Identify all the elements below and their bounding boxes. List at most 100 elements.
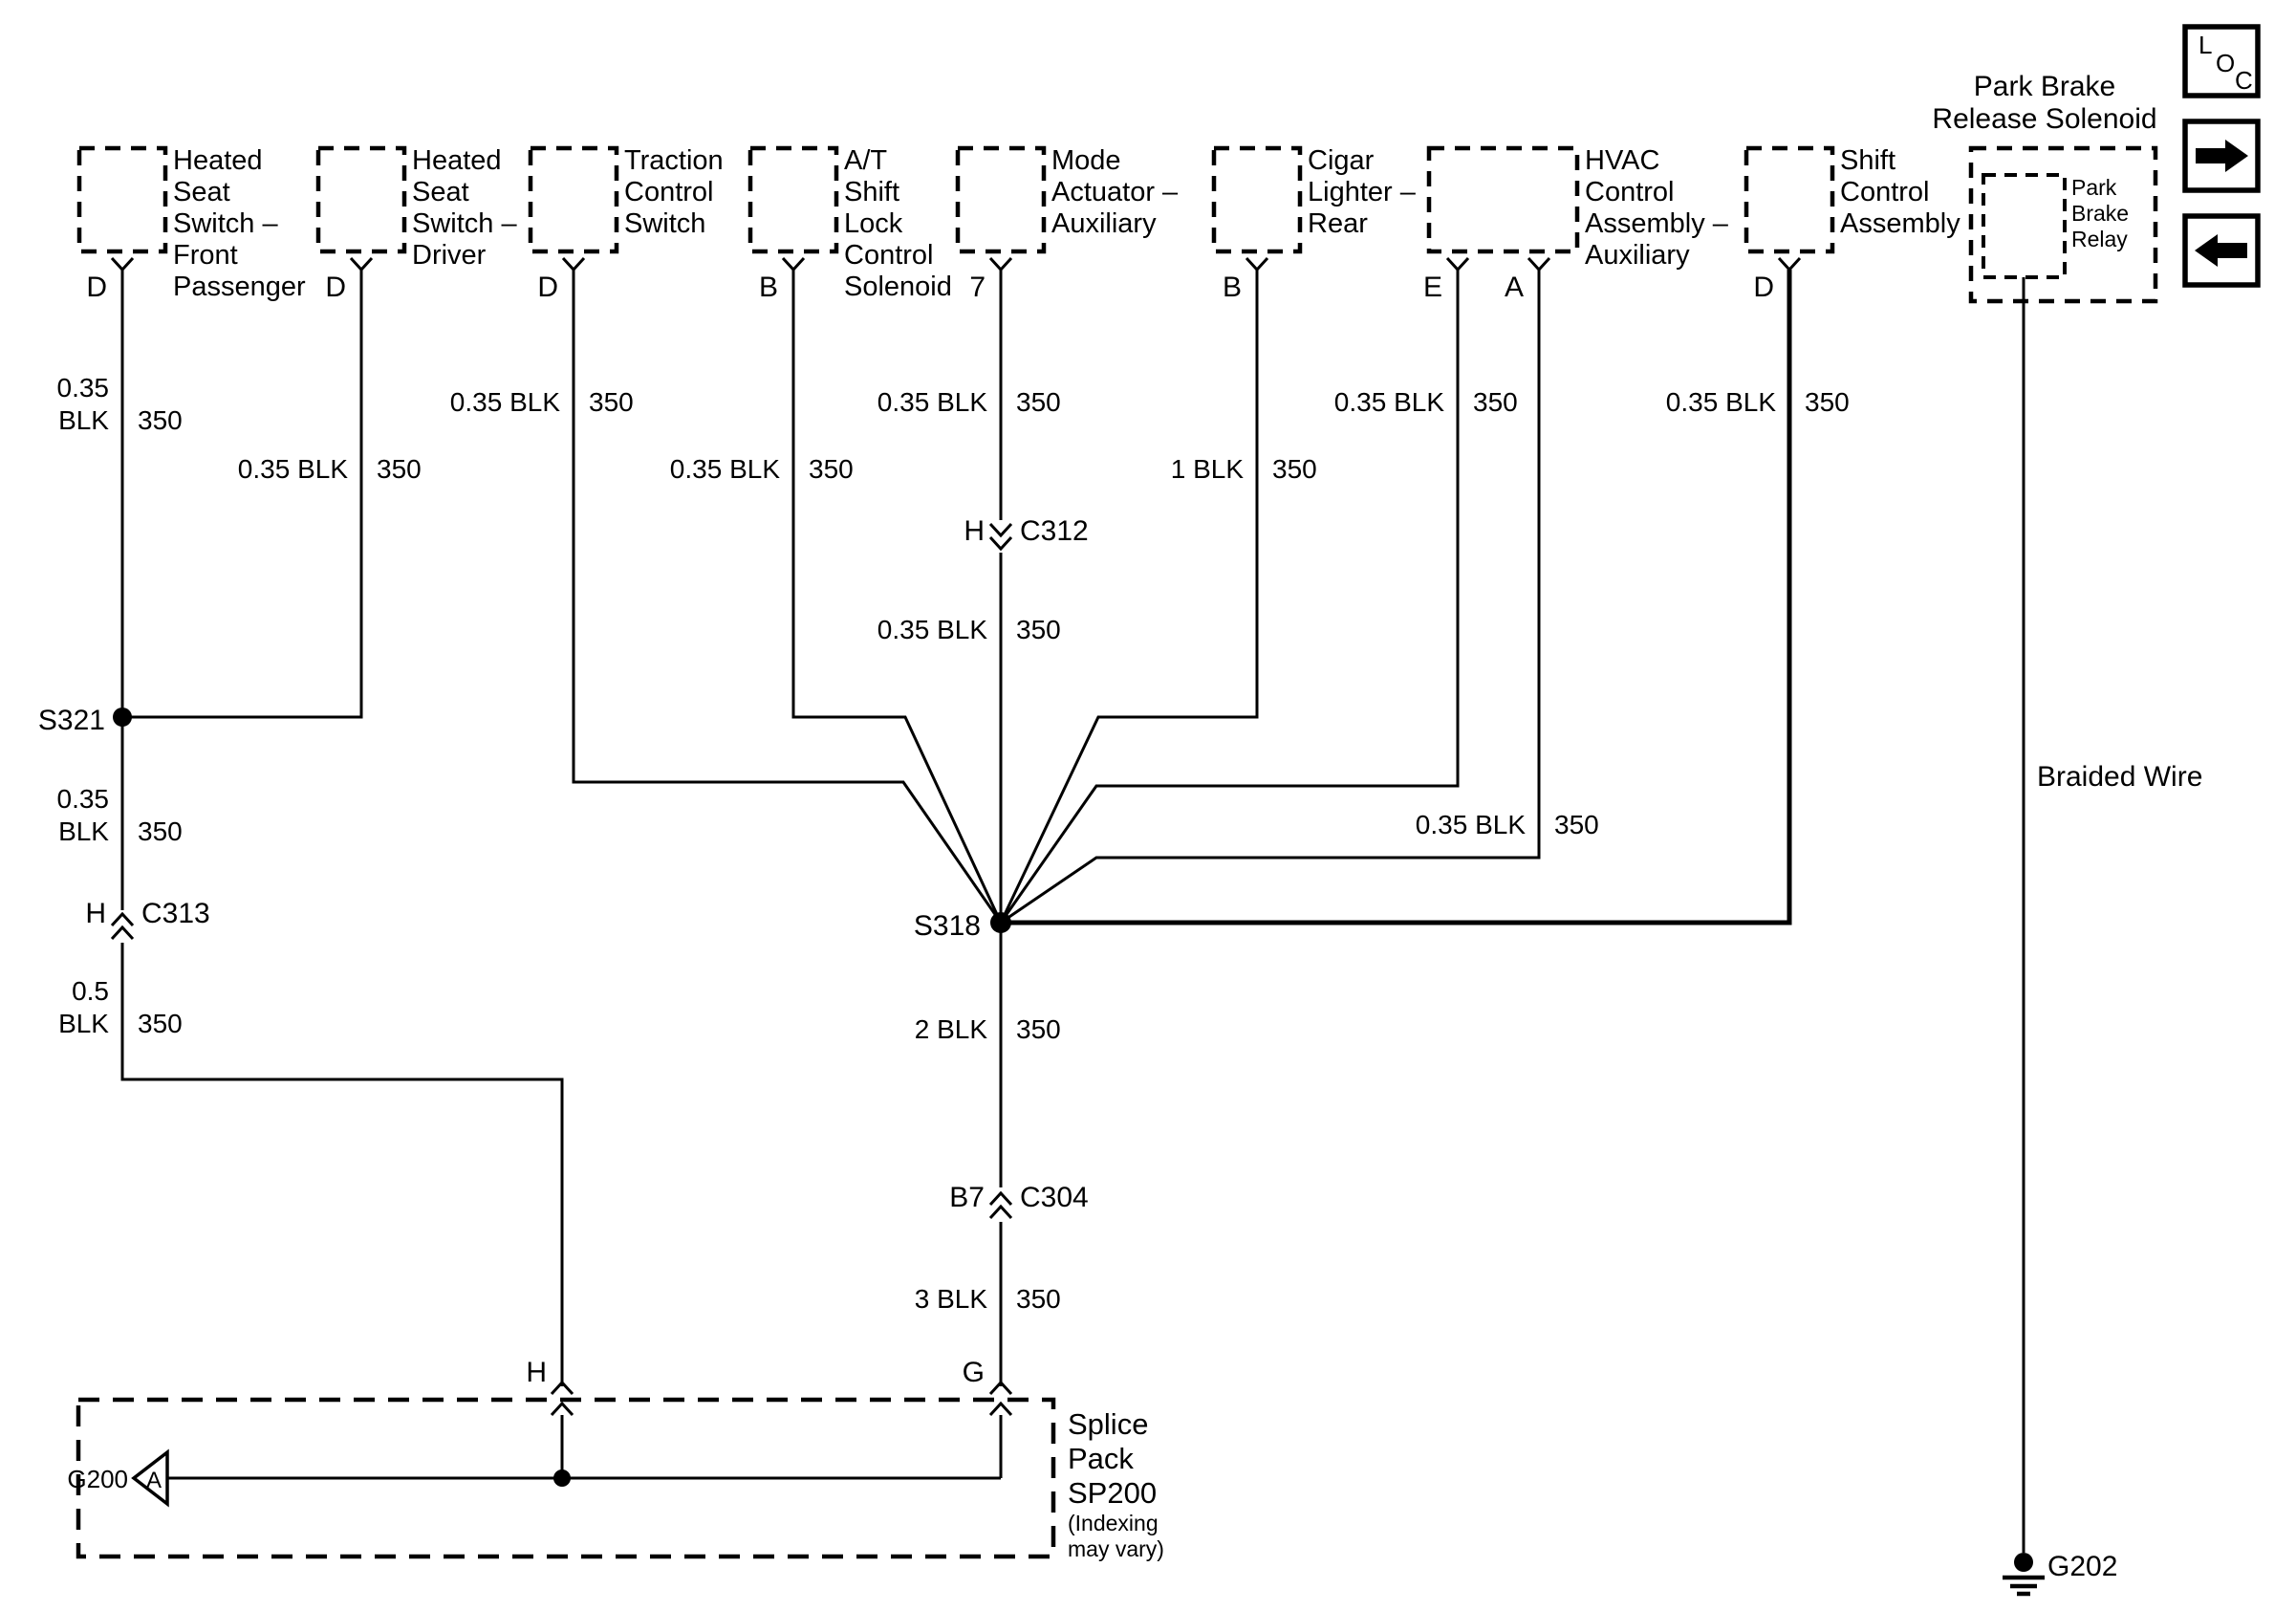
shift-control-assembly-label: Assembly — [1840, 208, 1960, 239]
heated-seat-switch-driver-box — [315, 145, 407, 254]
heated-seat-switch-driver-label: Driver — [412, 240, 487, 271]
at-shift-lock-control-solenoid-label: Shift — [844, 177, 899, 207]
traction-control-switch-label: Traction — [624, 145, 724, 176]
connector-arrow-down-icon — [349, 256, 374, 272]
cigar-lighter-rear-box — [1211, 145, 1303, 254]
connector-arrow-up-icon — [550, 1401, 574, 1417]
traction-control-switch-pin-label: D — [537, 272, 558, 303]
splice-S318-label: S318 — [914, 910, 981, 942]
wire-gauge-color-label: BLK — [58, 1009, 109, 1038]
braided-wire-label: Braided Wire — [2037, 761, 2202, 793]
cigar-lighter-rear-label: Rear — [1308, 208, 1368, 239]
heated-seat-switch-front-passenger-label: Switch – — [173, 208, 278, 239]
wire-circuit-number-label: 350 — [138, 1009, 183, 1038]
splice-pack-sp200-label: Pack — [1068, 1442, 1134, 1475]
shift-control-assembly-label: Control — [1840, 177, 1930, 207]
heated-seat-switch-front-passenger-box — [76, 145, 168, 254]
wire-circuit-number-label: 350 — [1016, 1284, 1061, 1314]
hvac-e-ground-wire — [999, 270, 1460, 924]
hvac-control-assembly-auxiliary-label: Control — [1585, 177, 1675, 207]
loc-button-label[interactable]: O — [2216, 49, 2235, 77]
wire-circuit-number-label: 350 — [1554, 810, 1599, 839]
wire-gauge-color-label: 0.35 BLK — [1334, 387, 1445, 417]
cigar-lighter-rear-pin-label: B — [1223, 272, 1242, 303]
cigar-lighter-rear-label: Lighter – — [1308, 177, 1417, 207]
wire-gauge-color-label: BLK — [58, 405, 109, 435]
connector-C312-label: C312 — [1020, 515, 1089, 547]
at-shift-lock-control-solenoid-label: A/T — [844, 145, 887, 176]
shift-control-ground-wire — [1001, 270, 1792, 925]
heated-seat-switch-front-passenger-pin-label: D — [86, 272, 107, 303]
connector-arrow-up-icon — [110, 925, 135, 941]
park-brake-release-solenoid-label: Park Brake — [1974, 71, 2115, 102]
wire-circuit-number-label: 350 — [138, 816, 183, 846]
wire-gauge-color-label: 0.35 BLK — [877, 615, 988, 644]
splice-S321-label: S321 — [38, 705, 105, 736]
connector-arrow-up-icon — [988, 1380, 1013, 1396]
heated-seat-switch-front-passenger-label: Passenger — [173, 272, 306, 302]
mode-actuator-auxiliary-pin-label: 7 — [969, 272, 986, 303]
splice-pack-indexing-note: may vary) — [1068, 1536, 1164, 1561]
arrow-right-icon[interactable] — [2196, 140, 2248, 172]
park-brake-relay-label: Brake — [2071, 201, 2129, 226]
loc-button[interactable] — [2182, 24, 2261, 98]
mode-actuator-auxiliary-label: Actuator – — [1051, 177, 1179, 207]
hvac-control-assembly-auxiliary-pin-label: E — [1423, 272, 1442, 303]
connector-arrow-down-icon — [110, 256, 135, 272]
traction-control-switch-box — [528, 145, 619, 254]
at-shift-lock-control-solenoid-label: Control — [844, 240, 934, 271]
wire-circuit-number-label: 350 — [809, 454, 854, 484]
splice-pack-entry-G-label: G — [963, 1357, 985, 1388]
wire-gauge-color-label: 0.5 — [72, 976, 109, 1006]
arrow-left-icon[interactable] — [2195, 234, 2247, 267]
connector-C312-pin-label: H — [964, 515, 985, 547]
park-brake-release-solenoid-box — [1968, 145, 2158, 304]
connector-arrow-down-icon — [1777, 256, 1802, 272]
wire-gauge-color-label: 0.35 BLK — [450, 387, 561, 417]
wire-gauge-color-label: BLK — [58, 816, 109, 846]
wire-circuit-number-label: 350 — [1016, 1014, 1061, 1044]
wire-gauge-color-label: 1 BLK — [1171, 454, 1245, 484]
splice-pack-sp200-label: Splice — [1068, 1407, 1148, 1441]
wire-circuit-number-label: 350 — [138, 405, 183, 435]
hvac-a-ground-wire — [1000, 270, 1541, 925]
g200-terminal-triangle-icon — [131, 1448, 169, 1508]
connector-arrow-up-icon — [110, 911, 135, 927]
wire-gauge-color-label: 0.35 — [57, 784, 110, 814]
splice-S318-dot — [990, 912, 1011, 933]
connector-arrow-up-icon — [988, 1190, 1013, 1207]
connector-arrow-down-icon — [781, 256, 806, 272]
junction-dot — [553, 1469, 571, 1487]
wire-gauge-color-label: 2 BLK — [915, 1014, 988, 1044]
cigar-lighter-ground-wire — [999, 270, 1259, 924]
park-brake-release-solenoid-label: Release Solenoid — [1932, 103, 2156, 135]
wire-circuit-number-label: 350 — [1272, 454, 1317, 484]
shift-control-assembly-pin-label: D — [1753, 272, 1774, 303]
g200-terminal-pin-label: A — [146, 1468, 162, 1493]
connector-C313-label: C313 — [141, 898, 210, 929]
loc-button-label[interactable]: C — [2235, 66, 2253, 95]
splice-pack-indexing-note: (Indexing — [1068, 1511, 1159, 1535]
wire-gauge-color-label: 0.35 BLK — [238, 454, 349, 484]
splice-pack-sp200-box — [76, 1397, 1056, 1559]
hvac-control-assembly-auxiliary-label: Assembly – — [1585, 208, 1729, 239]
ground-symbol-icon — [2014, 1553, 2033, 1572]
park-brake-relay-label: Park — [2071, 175, 2117, 200]
connector-arrow-up-icon — [988, 1401, 1013, 1417]
connector-arrow-down-icon — [1245, 256, 1269, 272]
connector-arrow-down-icon — [988, 256, 1013, 272]
connector-C304-pin-label: B7 — [949, 1182, 985, 1213]
splice-pack-entry-H-label: H — [526, 1357, 547, 1388]
loc-button-label[interactable]: L — [2199, 31, 2212, 59]
wire-gauge-color-label: 3 BLK — [915, 1284, 988, 1314]
traction-control-ground-wire — [572, 270, 1003, 924]
mode-actuator-auxiliary-box — [955, 145, 1047, 254]
park-brake-relay-box — [1982, 173, 2067, 279]
connector-arrow-down-icon — [1445, 256, 1470, 272]
g200-label: G200 — [67, 1465, 128, 1493]
wire-gauge-color-label: 0.35 BLK — [670, 454, 781, 484]
at-shift-lock-control-solenoid-label: Solenoid — [844, 272, 952, 302]
splice-S321-dot — [113, 708, 132, 727]
